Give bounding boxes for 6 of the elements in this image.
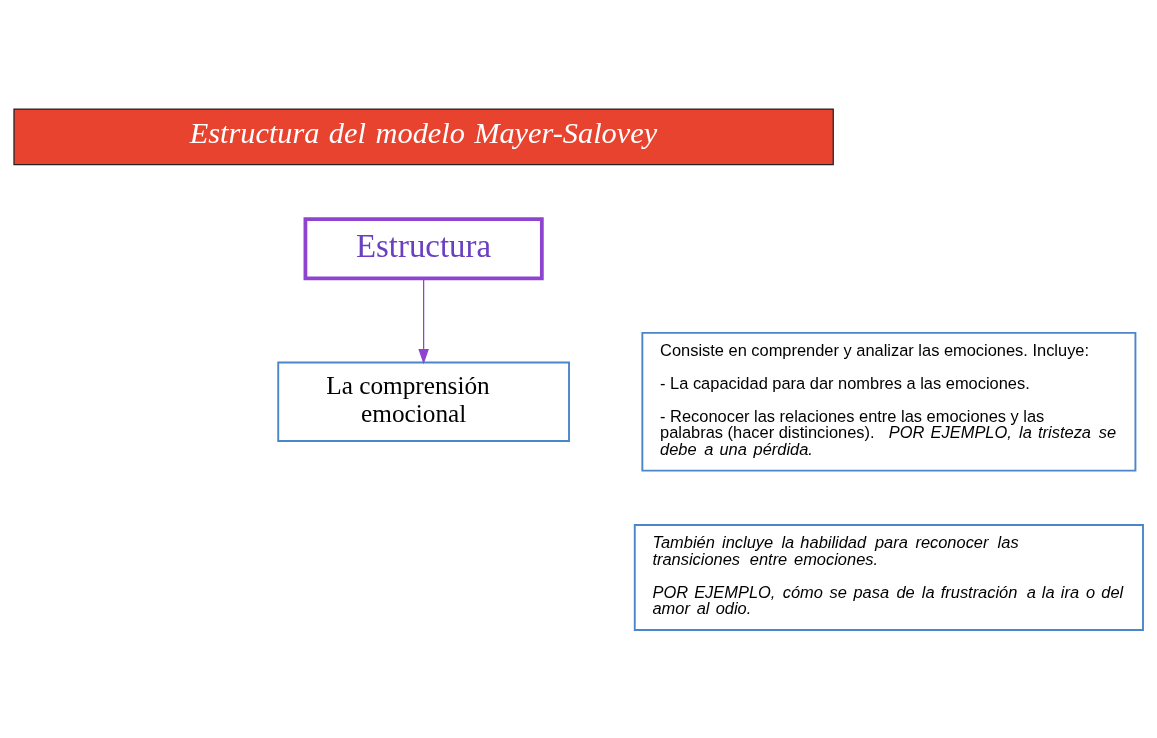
node-box: Estructura del modelo Mayer-Salovey xyxy=(13,107,834,165)
node-box: La comprensión emocional xyxy=(277,361,570,442)
node-box: Consiste en comprender y analizar las emociones. Incluye: - La capacidad para dar nombres a las emociones. - Reconocer las relaciones entre las emociones y las palabras (hacer distinciones). POR EJEMPLO, la tristeza se debe a una pérdida. xyxy=(641,331,1137,472)
arrow xyxy=(418,277,429,364)
node-box: Estructura xyxy=(303,216,544,280)
node-box: También incluye la habilidad para reconocer las transiciones entre emociones. POR EJEMPLO, cómo se pasa de la frustración a la ira o del amor al odio. xyxy=(633,523,1144,631)
